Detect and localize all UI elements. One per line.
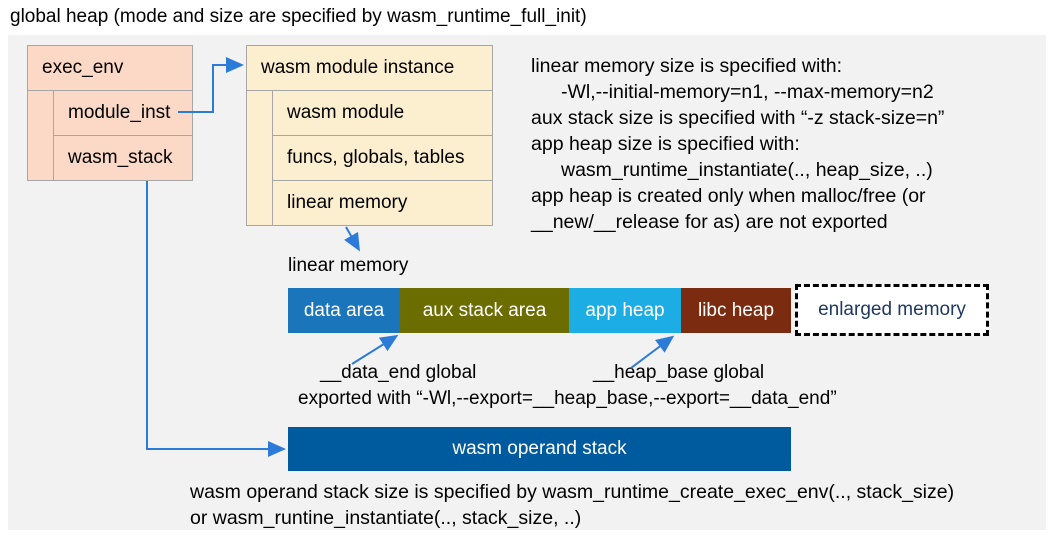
wasm-operand-stack-bar: wasm operand stack bbox=[288, 427, 791, 471]
segment-app-heap: app heap bbox=[569, 288, 681, 333]
note-line: or wasm_runtine_instantiate(.., stack_si… bbox=[190, 507, 582, 529]
module-instance-box: wasm module instance wasm module funcs, … bbox=[246, 45, 493, 226]
note-line: app heap size is specified with: bbox=[531, 133, 800, 155]
notes-operand-stack-size: wasm operand stack size is specified by … bbox=[190, 479, 954, 531]
segment-enlarged-memory: enlarged memory bbox=[795, 284, 989, 336]
segment-aux-stack-area: aux stack area bbox=[400, 288, 569, 333]
note-line: wasm_runtime_instantiate(.., heap_size, … bbox=[561, 159, 933, 181]
note-line: app heap is created only when malloc/fre… bbox=[531, 185, 926, 207]
segment-libc-heap: libc heap bbox=[681, 288, 791, 333]
note-line: __new/__release for as) are not exported bbox=[531, 211, 888, 233]
note-line: aux stack size is specified with “-z sta… bbox=[531, 107, 945, 129]
exec-env-row-wasm-stack: wasm_stack bbox=[53, 136, 192, 180]
note-line: linear memory size is specified with: bbox=[531, 55, 843, 77]
notes-linear-memory-sizes: linear memory size is specified with: -W… bbox=[531, 53, 944, 235]
exec-env-row-module-inst: module_inst bbox=[53, 91, 192, 136]
linear-memory-label: linear memory bbox=[288, 255, 409, 276]
segment-data-area: data area bbox=[288, 288, 400, 333]
exported-with-label: exported with “-Wl,--export=__heap_base,… bbox=[298, 388, 837, 409]
data-end-global-label: __data_end global bbox=[320, 362, 477, 383]
heap-base-global-label: __heap_base global bbox=[593, 362, 765, 383]
module-instance-row-linear-memory: linear memory bbox=[272, 181, 492, 225]
module-instance-header: wasm module instance bbox=[247, 46, 492, 91]
module-instance-row-funcs-globals-tables: funcs, globals, tables bbox=[272, 136, 492, 181]
diagram-title: global heap (mode and size are specified… bbox=[10, 6, 587, 27]
note-line: -Wl,--initial-memory=n1, --max-memory=n2 bbox=[561, 81, 934, 103]
note-line: wasm operand stack size is specified by … bbox=[190, 481, 955, 503]
exec-env-header: exec_env bbox=[28, 46, 192, 91]
module-instance-row-wasm-module: wasm module bbox=[272, 91, 492, 136]
exec-env-box: exec_env module_inst wasm_stack bbox=[27, 45, 193, 181]
